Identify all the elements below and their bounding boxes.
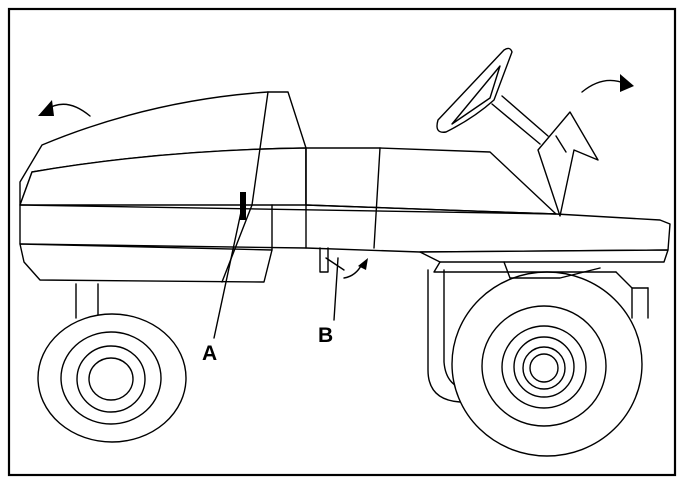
steering-wheel [436, 47, 549, 145]
callout-label-a: A [202, 342, 217, 365]
front-wheel [37, 313, 187, 443]
front-wheel-strut [75, 283, 99, 319]
tractor-body [19, 91, 671, 289]
callout-label-b: B [318, 324, 333, 347]
latch-a [213, 192, 246, 339]
seat-tilt-arrow [581, 74, 634, 93]
lever-b [325, 257, 368, 321]
figure-border [7, 7, 677, 477]
hood-open-arrow [38, 100, 91, 117]
rear-wheel [451, 271, 643, 457]
